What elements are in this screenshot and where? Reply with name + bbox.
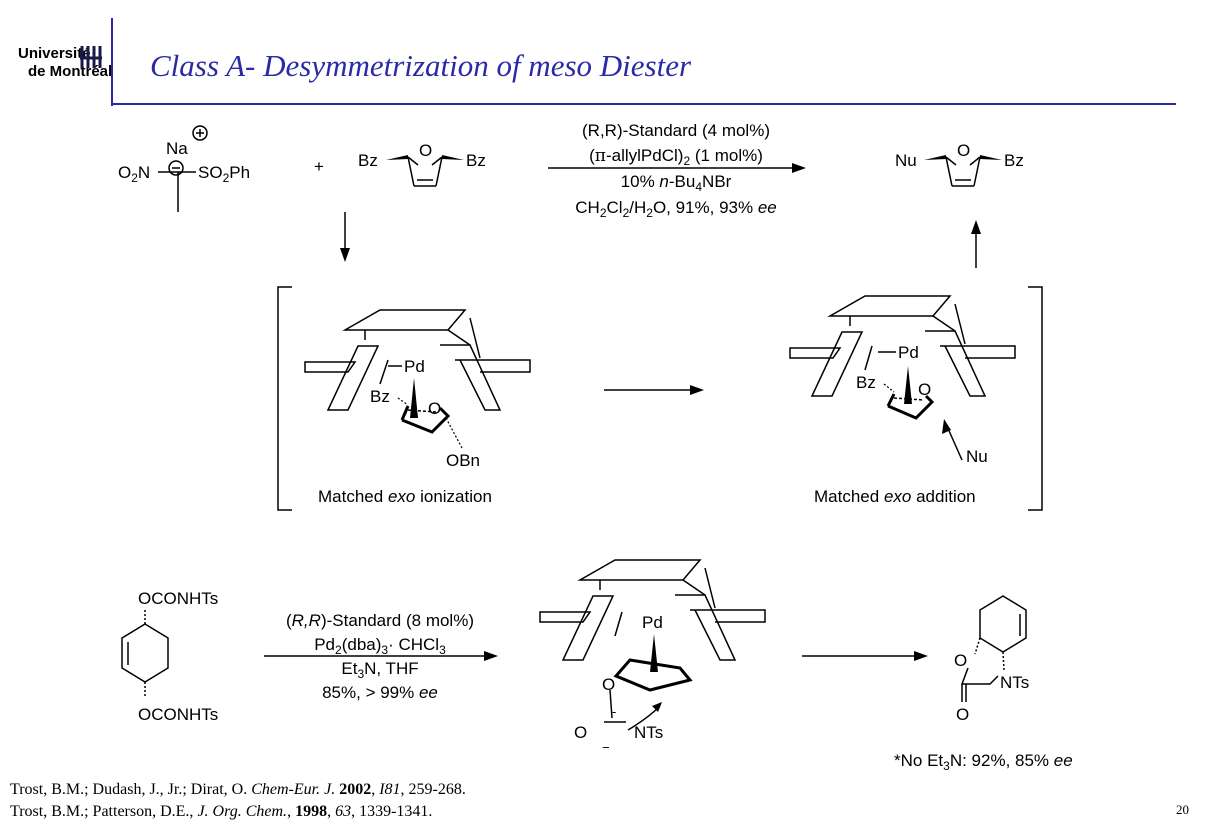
wedge-bond (904, 366, 912, 404)
arrowhead (914, 651, 928, 661)
control-experiment-note: *No Et3N: 92%, 85% ee (894, 751, 1073, 773)
arrowhead (792, 163, 806, 173)
oxazolidinone-product (960, 595, 1027, 702)
charge-label: - (612, 704, 616, 719)
bz-label: Bz (1004, 151, 1024, 170)
condition-pd-source: Pd2(dba)3· CHCl3 (314, 635, 446, 657)
nucleophile-label: Nu (895, 151, 917, 170)
allyl-ring (613, 658, 693, 692)
carbamate-label-bottom: OCONHTs (138, 705, 218, 724)
condition-yield: 85%, > 99% ee (322, 683, 438, 702)
university-logo-text-line1: Université (18, 45, 91, 62)
hashed-bond (883, 383, 895, 393)
palladium-label: Pd (404, 357, 425, 376)
carbamate-label-top: OCONHTs (138, 589, 218, 608)
bz-label: Bz (370, 387, 390, 406)
cyclohexene-biscarbamate (121, 610, 169, 698)
nitro-label: O2N (118, 163, 150, 185)
bz-label: Bz (856, 373, 876, 392)
caption-matched-exo-addition: Matched exo addition (814, 487, 976, 506)
university-logo-icon (80, 46, 102, 68)
wedge-bond (924, 155, 946, 160)
dihydrofuran-product (945, 156, 981, 187)
sodium-label: Na (166, 139, 188, 158)
pd-allyl-carbamate-intermediate (539, 559, 766, 723)
carbonyl-oxygen-label: O (956, 705, 969, 724)
pd-ligand-complex-left (304, 309, 531, 411)
arrowhead (971, 220, 981, 234)
charge-label: − (602, 740, 610, 755)
plus-sign: + (314, 157, 324, 176)
left-bracket (277, 286, 292, 511)
wedge-bond (442, 155, 464, 160)
bz-label: Bz (358, 151, 378, 170)
obn-label: OBn (446, 451, 480, 470)
condition-additive: 10% n-Bu4NBr (621, 172, 732, 194)
palladium-label: Pd (642, 613, 663, 632)
oxygen-label: O (918, 380, 931, 399)
hashed-bond (397, 397, 409, 406)
wedge-bond (386, 155, 408, 160)
wedge-bond (410, 378, 418, 418)
oxygen-label: O (574, 723, 587, 742)
tosylamide-label: NTs (1000, 673, 1029, 692)
oxygen-label: O (954, 651, 967, 670)
arrowhead (340, 248, 350, 262)
oxygen-label: O (957, 141, 970, 160)
page-number: 20 (1176, 802, 1189, 817)
references: Trost, B.M.; Dudash, J., Jr.; Dirat, O. … (10, 779, 466, 823)
arrowhead (690, 385, 704, 395)
allyl-furan-ring (886, 393, 935, 420)
meso-dihydrofuran-substrate (407, 156, 443, 187)
bz-label: Bz (466, 151, 486, 170)
slide-title: Class A- Desymmetrization of meso Dieste… (150, 48, 692, 83)
arrowhead (484, 651, 498, 661)
palladium-label: Pd (898, 343, 919, 362)
allyl-furan-ring (400, 405, 451, 434)
pd-ligand-complex-right (789, 295, 1016, 397)
condition-catalyst: (R,R)-Standard (8 mol%) (286, 611, 474, 630)
sulfonyl-label: SO2Ph (198, 163, 250, 185)
arrowhead (652, 702, 662, 712)
reference-2: Trost, B.M.; Patterson, D.E., J. Org. Ch… (10, 803, 433, 820)
condition-catalyst: (R,R)-Standard (4 mol%) (582, 121, 770, 140)
right-bracket (1028, 286, 1043, 511)
wedge-bond (980, 155, 1002, 160)
tosylamide-label: NTs (634, 723, 663, 742)
arrowhead (942, 419, 951, 434)
oxygen-label: O (602, 675, 615, 694)
hashed-bond (445, 417, 463, 449)
oxygen-label: O (428, 399, 441, 418)
nucleophile-label: Nu (966, 447, 988, 466)
condition-solvent-yield: CH2Cl2/H2O, 91%, 93% ee (575, 198, 777, 220)
university-logo-text-line2: de Montréal (28, 63, 113, 80)
nitro-sulfone-reagent (158, 125, 208, 212)
oxygen-label: O (419, 141, 432, 160)
reference-1: Trost, B.M.; Dudash, J., Jr.; Dirat, O. … (10, 781, 466, 798)
caption-matched-exo-ionization: Matched exo ionization (318, 487, 492, 506)
condition-pd-source: (π-allylPdCl)2 (1 mol%) (589, 146, 763, 168)
allyl-furan-ring-dashed (893, 397, 925, 401)
wedge-bond (650, 634, 658, 672)
condition-base-solvent: Et3N, THF (341, 659, 418, 681)
